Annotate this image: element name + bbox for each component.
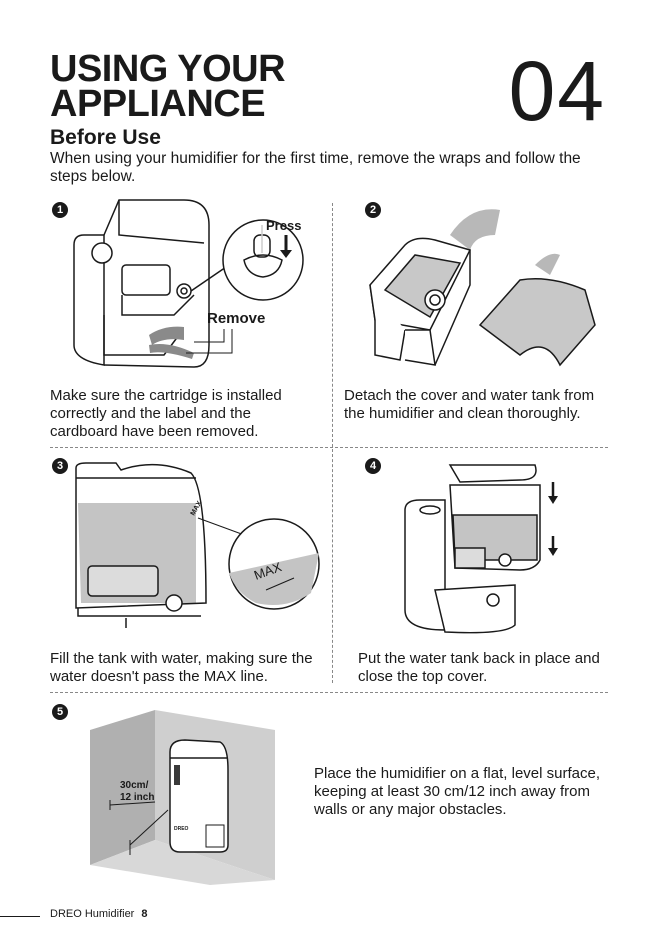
step-3-illustration: MAX MAX <box>75 462 320 628</box>
step-1-caption: Make sure the cartridge is installed cor… <box>50 387 282 440</box>
section-title: Before Use <box>50 126 161 149</box>
footer-brand: DREO Humidifier <box>50 908 135 920</box>
row-divider-1 <box>50 447 608 448</box>
distance-label-cm: 30cm/ <box>120 780 149 791</box>
step-4-caption: Put the water tank back in place and clo… <box>358 650 600 685</box>
step-3-badge: 3 <box>52 458 68 474</box>
remove-label: Remove <box>207 310 265 327</box>
step-5-badge: 5 <box>52 704 68 720</box>
distance-label-inch: 12 inch <box>120 792 154 803</box>
step-1-badge: 1 <box>52 202 68 218</box>
dreo-logo: DREO <box>174 826 189 832</box>
footer-rule <box>0 916 40 917</box>
page-number: 8 <box>141 908 148 920</box>
arrow-down-icon <box>548 536 558 556</box>
step-2-illustration <box>369 209 596 367</box>
step-4-badge: 4 <box>365 458 381 474</box>
step-3-caption: Fill the tank with water, making sure th… <box>50 650 313 685</box>
step-1-illustration: Press Remove <box>73 199 304 368</box>
chapter-number: 04 <box>508 44 606 138</box>
step-5-illustration: DREO 30cm/ 12 inch <box>90 710 275 885</box>
page-title: USING YOUR APPLIANCE <box>50 50 286 125</box>
vertical-divider <box>332 203 333 683</box>
row-divider-2 <box>50 692 608 693</box>
arrow-down-icon <box>548 482 558 504</box>
title-line-2: APPLIANCE <box>50 83 266 125</box>
title-line-1: USING YOUR <box>50 48 286 90</box>
step-2-caption: Detach the cover and water tank from the… <box>344 387 595 422</box>
step-4-illustration <box>404 464 558 634</box>
step-2-badge: 2 <box>365 202 381 218</box>
step-5-caption: Place the humidifier on a flat, level su… <box>314 765 600 818</box>
footer: DREO Humidifier 8 <box>50 908 148 920</box>
press-label: Press <box>266 218 301 233</box>
section-intro: When using your humidifier for the first… <box>50 150 581 185</box>
